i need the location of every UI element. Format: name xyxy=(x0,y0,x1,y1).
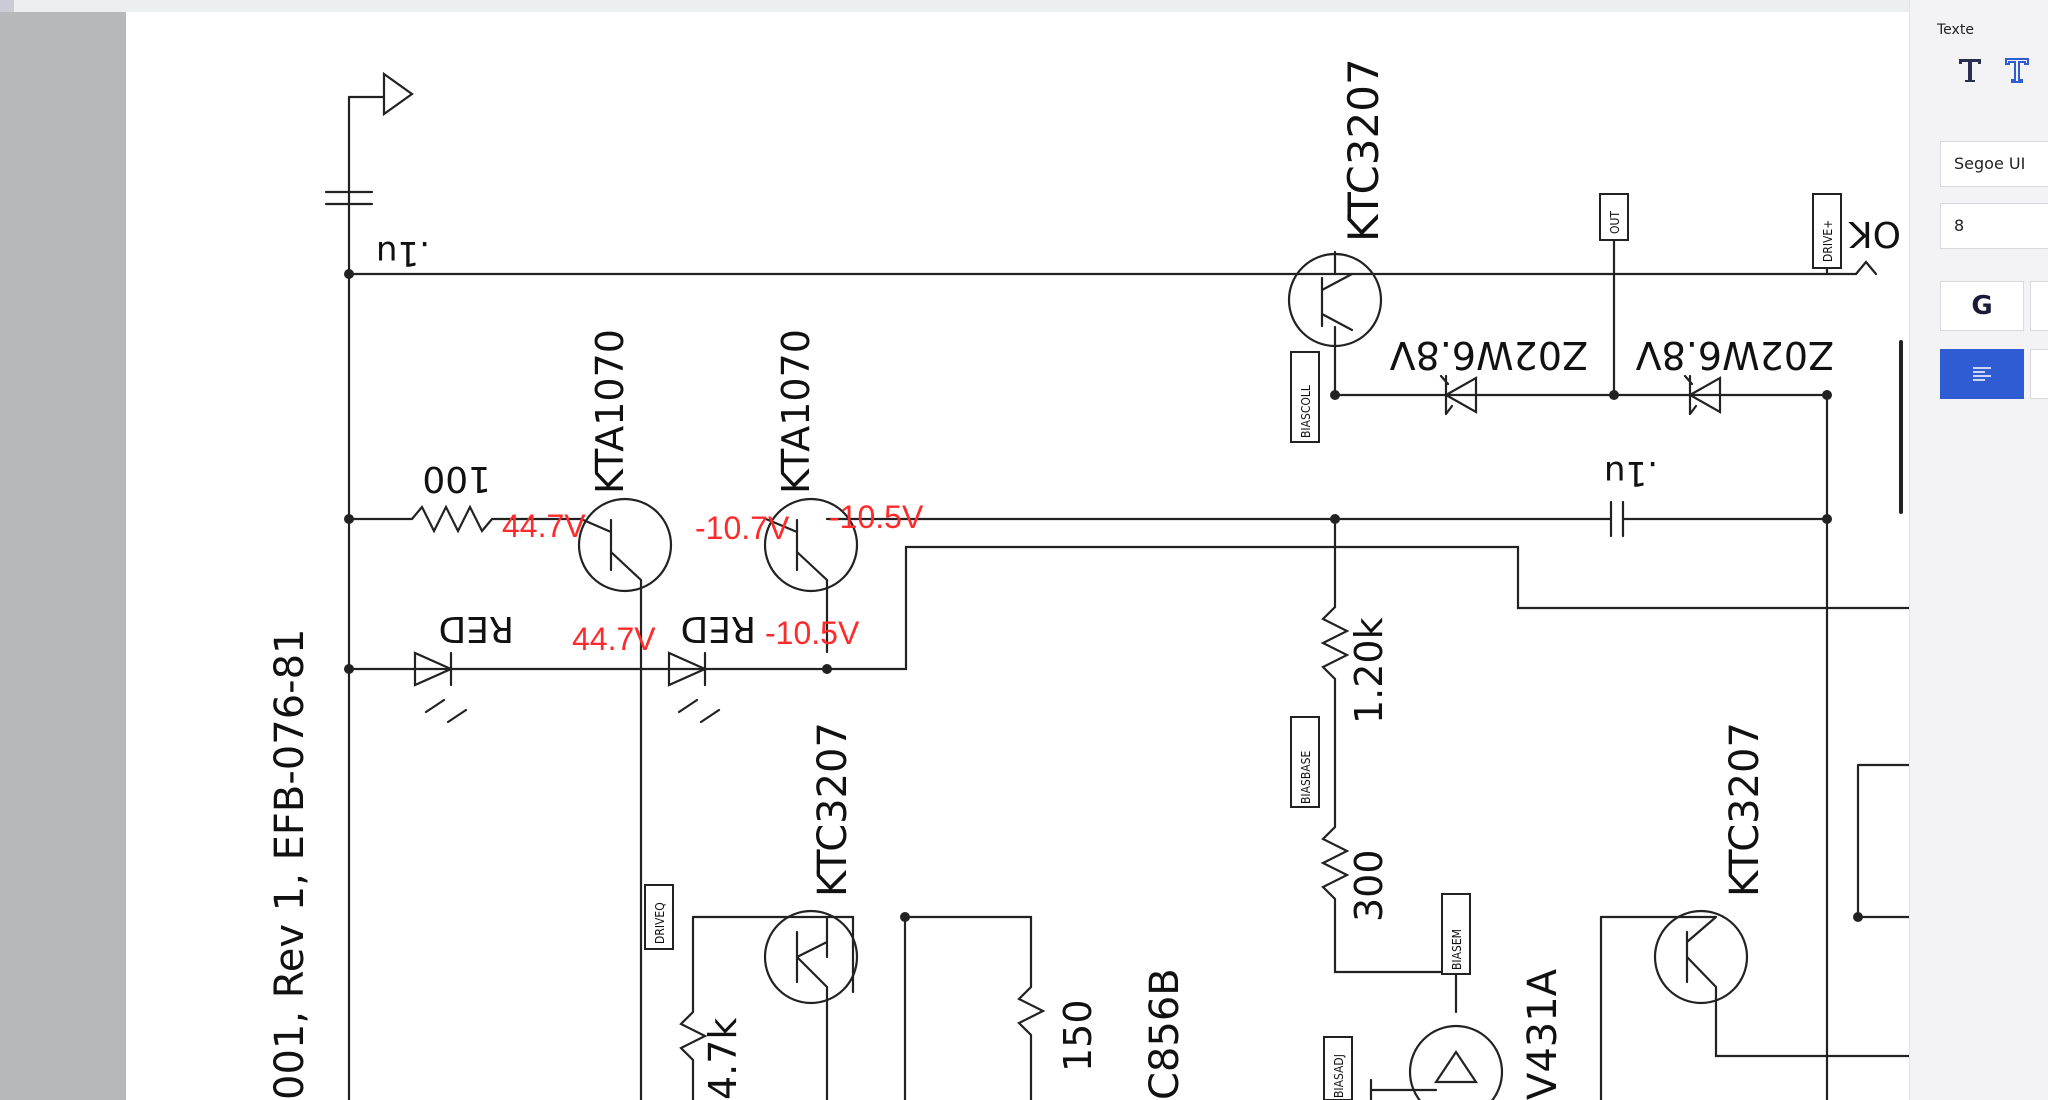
label-zener-right: Z02W6.8V xyxy=(1636,333,1834,377)
label-q-kta-left: KTA1070 xyxy=(588,329,632,494)
voltage-annotation[interactable]: 44.7V xyxy=(502,508,586,544)
label-partial-ok: OK xyxy=(1848,213,1901,254)
label-r-100: 100 xyxy=(422,458,491,499)
label-led-left: RED xyxy=(439,608,514,649)
label-q-ktc-mid: KTC3207 xyxy=(810,722,856,897)
voltage-annotation[interactable]: 44.7V xyxy=(572,621,656,657)
label-q-top: KTC3207 xyxy=(1339,58,1388,242)
voltage-annotation[interactable]: -10.5V xyxy=(765,615,860,651)
net-biasbase: BIASBASE xyxy=(1299,751,1313,804)
voltage-annotation[interactable]: -10.5V xyxy=(829,499,924,535)
label-doc-id: 001, Rev 1, EFB-076-81 xyxy=(267,629,313,1100)
document-canvas[interactable]: .1u KTC3207 OUT DRIVE+ OK Z02W6.8V Z02W6… xyxy=(126,12,1909,1100)
net-biasadj: BIASADJ xyxy=(1332,1054,1346,1098)
voltage-annotation[interactable]: -10.7V xyxy=(695,510,790,546)
label-r-150: 150 xyxy=(1056,999,1100,1072)
label-part-bc856: C856B xyxy=(1142,968,1188,1100)
label-c-top: .1u xyxy=(376,233,430,273)
align-center-button[interactable] xyxy=(2030,349,2048,399)
net-biascoll: BIASCOLL xyxy=(1299,385,1313,438)
label-r-120k: 1.20k xyxy=(1347,617,1391,724)
label-r-300: 300 xyxy=(1347,849,1391,922)
align-left-button[interactable] xyxy=(1940,349,2024,399)
net-out: OUT xyxy=(1608,211,1622,234)
circuit-schematic[interactable]: .1u KTC3207 OUT DRIVE+ OK Z02W6.8V Z02W6… xyxy=(126,12,1909,1100)
net-drive-plus: DRIVE+ xyxy=(1821,220,1835,262)
net-driveq: DRIVEQ xyxy=(653,902,667,944)
text-properties-panel: Texte Segoe UI 8 G xyxy=(1909,0,2048,1100)
left-gutter xyxy=(0,12,126,1100)
label-part-tl431: V431A xyxy=(1520,968,1566,1100)
text-outline-T-icon[interactable] xyxy=(1999,52,2035,88)
align-left-icon xyxy=(1973,367,1991,381)
label-q-kta-right: KTA1070 xyxy=(774,329,818,494)
italic-button[interactable] xyxy=(2030,281,2048,331)
font-size-field[interactable]: 8 xyxy=(1940,203,2048,249)
text-T-icon[interactable] xyxy=(1952,52,1988,88)
panel-title: Texte xyxy=(1937,22,1974,38)
label-c-mid: .1u xyxy=(1604,453,1658,493)
font-family-field[interactable]: Segoe UI xyxy=(1940,141,2048,187)
net-biasem: BIASEM xyxy=(1450,929,1464,970)
toolbar-accent xyxy=(0,0,14,12)
label-zener-left: Z02W6.8V xyxy=(1390,333,1588,377)
label-r-47k: 4.7k xyxy=(701,1018,745,1100)
label-led-right: RED xyxy=(681,608,756,649)
label-q-ktc-right: KTC3207 xyxy=(1722,722,1768,897)
bold-button[interactable]: G xyxy=(1940,281,2024,331)
